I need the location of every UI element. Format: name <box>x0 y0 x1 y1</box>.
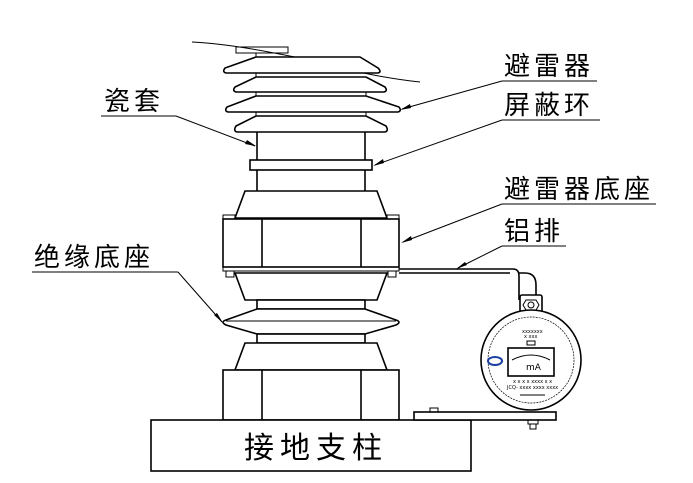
label-arrester: 避雷器 <box>504 52 594 82</box>
arrester-sheds <box>222 46 402 133</box>
insulating-base <box>222 272 400 371</box>
leakage-current-monitor: xxxxxxx x xxx mA x x x x xxxx x x JCQ- x… <box>480 309 582 411</box>
label-arrester-base: 避雷器底座 <box>504 175 654 205</box>
label-insulating-base: 绝缘底座 <box>34 243 154 273</box>
svg-text:x xxx: x xxx <box>524 334 537 340</box>
meter-window <box>507 347 555 377</box>
label-aluminum-bar: 铝排 <box>504 217 564 247</box>
shield-ring <box>249 159 373 171</box>
brand-logo-icon <box>487 356 503 366</box>
svg-text:x x x x xxxx x x: x x x x xxxx x x <box>513 379 552 385</box>
leaders <box>32 80 656 323</box>
label-porcelain-sleeve: 瓷套 <box>104 87 164 117</box>
svg-text:JCQ- xxxx xxxx xxxx: JCQ- xxxx xxxx xxxx <box>506 385 558 391</box>
lower-base-block <box>222 369 400 421</box>
aluminum-bar <box>399 268 543 316</box>
label-grounding-post: 接地支柱 <box>244 431 388 466</box>
arrester-base <box>222 214 400 278</box>
svg-text:xxxxxxx: xxxxxxx <box>522 329 543 335</box>
label-shield-ring: 屏蔽环 <box>504 91 594 121</box>
monitor-bracket <box>413 407 557 430</box>
meter-unit: mA <box>526 363 542 373</box>
grounding-post <box>150 419 472 472</box>
arrester-body <box>233 132 389 219</box>
